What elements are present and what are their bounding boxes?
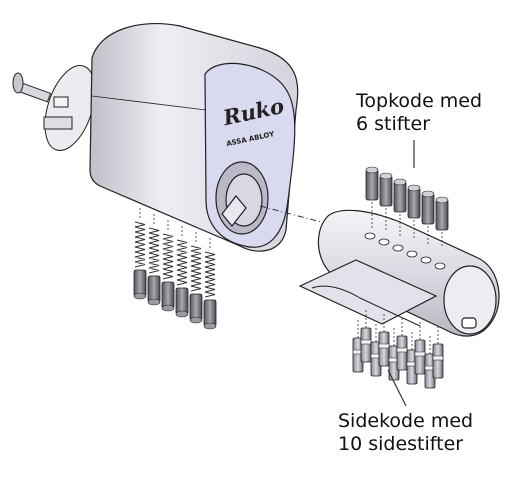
side-pin-body xyxy=(432,343,444,379)
spring-coil xyxy=(176,239,188,286)
side-pin-body xyxy=(414,339,426,375)
side-pin xyxy=(370,324,382,377)
plug-face xyxy=(443,265,497,335)
pin-hole xyxy=(420,256,432,264)
top-pin xyxy=(421,190,435,244)
housing-seam xyxy=(91,95,207,111)
pin-hole xyxy=(406,250,418,258)
cam-block xyxy=(43,116,73,130)
top-pin xyxy=(365,166,379,228)
spring-coil xyxy=(204,251,216,298)
housing-spring-column xyxy=(189,232,203,324)
top-pin-body xyxy=(393,181,407,213)
side-pin-body xyxy=(360,327,372,363)
driver-pin xyxy=(189,293,203,321)
side-pin-notch xyxy=(378,343,390,349)
pin-hole xyxy=(378,238,390,246)
cam-knob xyxy=(12,72,24,94)
plug-keyway xyxy=(461,317,477,329)
top-code-label-line1: Topkode med xyxy=(356,90,483,112)
cam-shaft xyxy=(18,82,52,103)
spring-coil xyxy=(148,227,160,274)
driver-pin xyxy=(175,287,189,315)
top-pin xyxy=(379,172,393,232)
housing-spring-column xyxy=(133,208,147,300)
top-pin-cap xyxy=(393,178,407,186)
cam-tab xyxy=(53,96,69,108)
top-pin-cap xyxy=(407,184,421,192)
side-pin-notch xyxy=(414,351,426,357)
cylinder-plug xyxy=(298,209,500,337)
side-pin-body xyxy=(378,331,390,367)
driver-pin-tip xyxy=(189,316,203,324)
cam-assembly xyxy=(12,65,96,151)
top-code-label: Topkode med 6 stifter xyxy=(356,90,482,136)
side-code-label-line1: Sidekode med xyxy=(338,410,474,432)
driver-pin xyxy=(147,275,161,303)
top-code-label-line2: 6 stifter xyxy=(356,113,431,135)
pin-hole xyxy=(434,262,446,270)
side-code-label: Sidekode med 10 sidestifter xyxy=(338,410,473,456)
top-pin-body xyxy=(421,193,435,225)
top-pin-cap xyxy=(421,190,435,198)
driver-pin-tip xyxy=(133,292,147,300)
driver-pin xyxy=(161,281,175,309)
spring-coil xyxy=(162,233,174,280)
top-pin xyxy=(393,178,407,236)
pin-hole xyxy=(364,232,376,240)
plug-pin-holes xyxy=(364,232,446,270)
spring-coil xyxy=(190,245,202,292)
top-pin xyxy=(435,196,449,248)
top-pin-set xyxy=(365,166,449,248)
side-pin-notch xyxy=(396,347,408,353)
housing-bore-cam xyxy=(221,195,247,227)
side-pin-notch xyxy=(360,339,372,345)
housing-spring-stack xyxy=(133,208,217,330)
top-pin-cap xyxy=(379,172,393,180)
cylinder-housing xyxy=(89,22,299,252)
side-pin-set xyxy=(352,310,444,389)
side-bar-spring xyxy=(311,285,421,327)
side-pin xyxy=(388,328,400,381)
side-code-leader xyxy=(387,369,407,407)
top-pin-cap xyxy=(435,196,449,204)
top-pin-body xyxy=(407,187,421,219)
top-pin-body xyxy=(379,175,393,207)
side-code-label-line2: 10 sidestifter xyxy=(338,433,464,455)
driver-pin-tip xyxy=(161,304,175,312)
housing-spring-column xyxy=(203,238,217,330)
driver-pin-tip xyxy=(147,298,161,306)
spring-coil xyxy=(134,221,146,268)
side-pin xyxy=(396,318,408,371)
housing-spring-column xyxy=(147,214,161,306)
pin-hole xyxy=(392,244,404,252)
top-pin-body xyxy=(435,199,449,231)
side-pin xyxy=(424,336,436,389)
driver-pin-tip xyxy=(175,310,189,318)
driver-pin-tip xyxy=(203,322,217,330)
side-pin xyxy=(414,322,426,375)
side-pin xyxy=(432,326,444,379)
housing-spring-column xyxy=(175,226,189,318)
housing-spring-column xyxy=(161,220,175,312)
side-pin-notch xyxy=(432,355,444,361)
top-pin-cap xyxy=(365,166,379,174)
top-pin-body xyxy=(365,169,379,201)
top-pin xyxy=(407,184,421,240)
driver-pin xyxy=(203,299,217,327)
side-bar-tray xyxy=(298,259,438,325)
driver-pin xyxy=(133,269,147,297)
side-pin-body xyxy=(396,335,408,371)
